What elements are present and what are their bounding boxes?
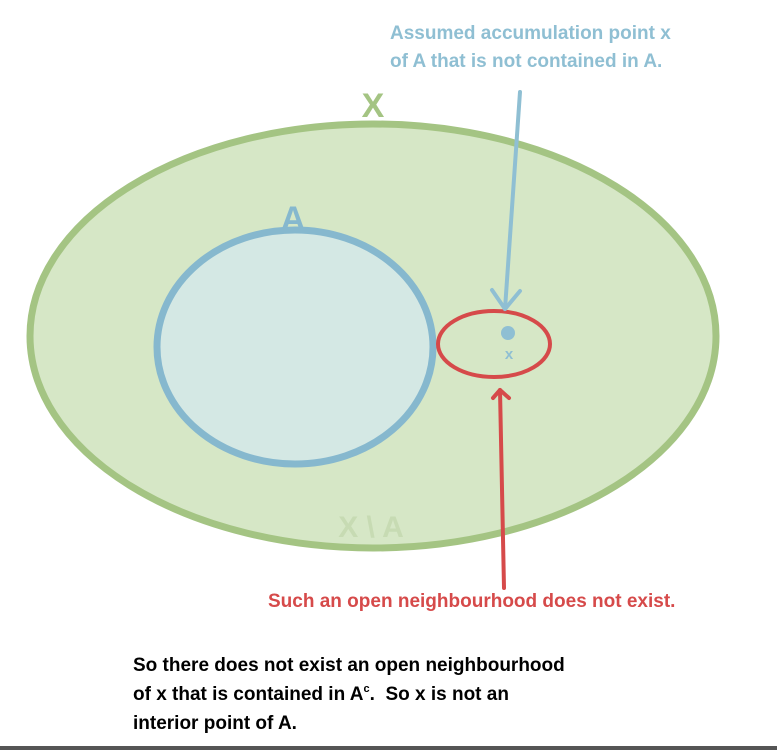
set-a-label: A <box>281 200 306 238</box>
conclusion-line-2-after: . So x is not an <box>369 684 509 705</box>
bottom-rule <box>0 746 777 750</box>
open-neighbourhood-ellipse <box>436 309 552 379</box>
point-x-dot <box>501 326 515 340</box>
blue-arrow <box>503 90 522 311</box>
neighbourhood-caption-text: Such an open neighbourhood does not exis… <box>268 591 676 612</box>
complement-superscript: c <box>363 683 370 695</box>
conclusion-line-2: of x that is contained in Ac. So x is no… <box>133 680 565 709</box>
assumed-caption-line-1: Assumed accumulation point x <box>390 23 671 44</box>
set-x-label: X <box>362 87 385 125</box>
red-arrow <box>498 388 506 590</box>
point-x-label: x <box>505 346 514 363</box>
assumed-accumulation-point-caption: Assumed accumulation point x of A that i… <box>390 20 671 76</box>
conclusion-line-1: So there does not exist an open neighbou… <box>133 655 565 676</box>
conclusion-line-3: interior point of A. <box>133 713 297 734</box>
red-arrowhead <box>491 388 511 400</box>
set-a-ellipse <box>153 226 437 468</box>
blue-arrowhead <box>490 288 522 311</box>
assumed-caption-line-2: of A that is not contained in A. <box>390 51 663 72</box>
open-neighbourhood-caption: Such an open neighbourhood does not exis… <box>268 590 675 614</box>
conclusion-line-2-before: of x that is contained in A <box>133 684 364 705</box>
conclusion-caption: So there does not exist an open neighbou… <box>133 651 565 738</box>
complement-label: X \ A <box>338 511 404 544</box>
